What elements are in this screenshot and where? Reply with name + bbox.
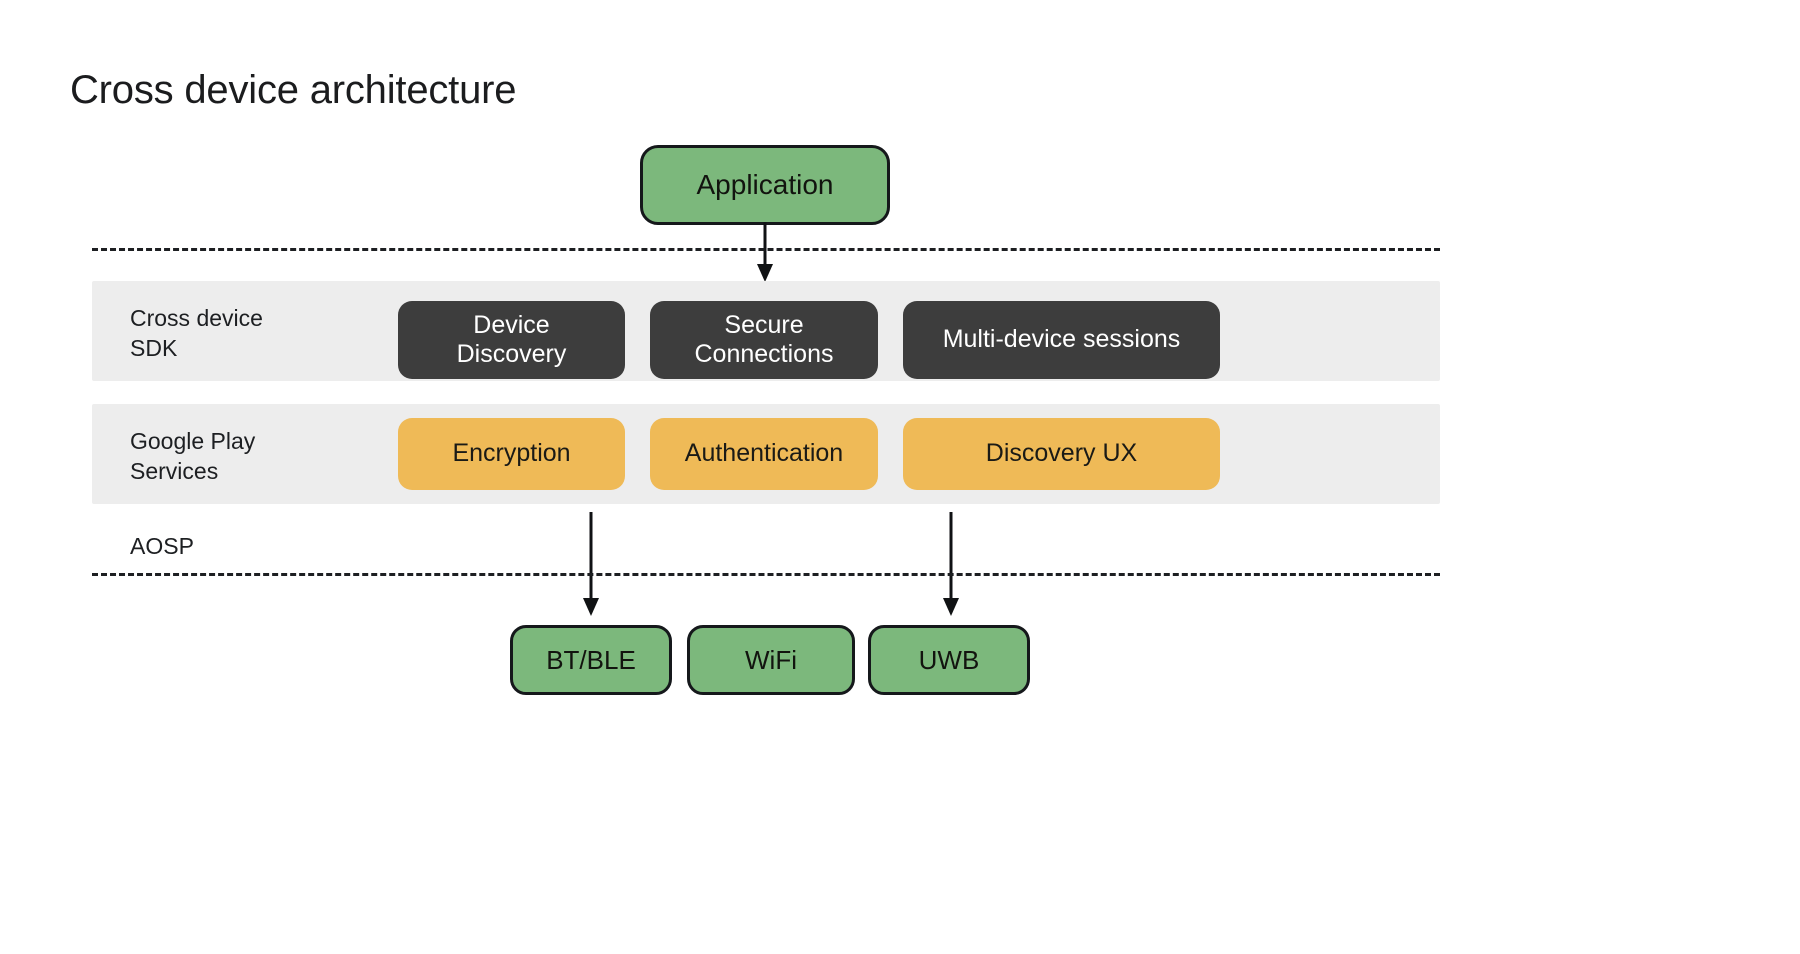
node-uwb[interactable]: UWB: [868, 625, 1030, 695]
node-device-discovery[interactable]: Device Discovery: [398, 301, 625, 379]
connector-encryption-to-bt-ble: [583, 512, 599, 616]
node-encryption-label: Encryption: [452, 439, 571, 468]
node-multi-device-sessions[interactable]: Multi-device sessions: [903, 301, 1220, 379]
band-label-cross-device-sdk: Cross device SDK: [130, 305, 263, 362]
band-label-aosp: AOSP: [130, 533, 194, 559]
node-bt-ble-label: BT/BLE: [546, 644, 636, 675]
band-label-google-play-services: Google Play Services: [130, 428, 256, 485]
node-application[interactable]: Application: [640, 145, 890, 225]
node-wifi[interactable]: WiFi: [687, 625, 855, 695]
node-encryption[interactable]: Encryption: [398, 418, 625, 490]
node-authentication-label: Authentication: [684, 439, 844, 468]
node-discovery-ux[interactable]: Discovery UX: [903, 418, 1220, 490]
node-bt-ble[interactable]: BT/BLE: [510, 625, 672, 695]
separator-top-boundary: [92, 248, 1440, 251]
node-application-label: Application: [696, 169, 834, 201]
connector-discovery-ux-to-uwb: [943, 512, 959, 616]
node-secure-connections[interactable]: Secure Connections: [650, 301, 878, 379]
node-secure-connections-label: Secure Connections: [694, 310, 834, 369]
node-discovery-ux-label: Discovery UX: [985, 439, 1138, 468]
node-authentication[interactable]: Authentication: [650, 418, 878, 490]
node-uwb-label: UWB: [918, 644, 980, 675]
node-wifi-label: WiFi: [745, 644, 797, 675]
page-title: Cross device architecture: [70, 68, 517, 112]
node-device-discovery-label: Device Discovery: [456, 310, 567, 369]
separator-bottom-boundary: [92, 573, 1440, 576]
connector-application-to-secure-connections: [757, 222, 773, 282]
node-multi-device-sessions-label: Multi-device sessions: [942, 325, 1181, 354]
